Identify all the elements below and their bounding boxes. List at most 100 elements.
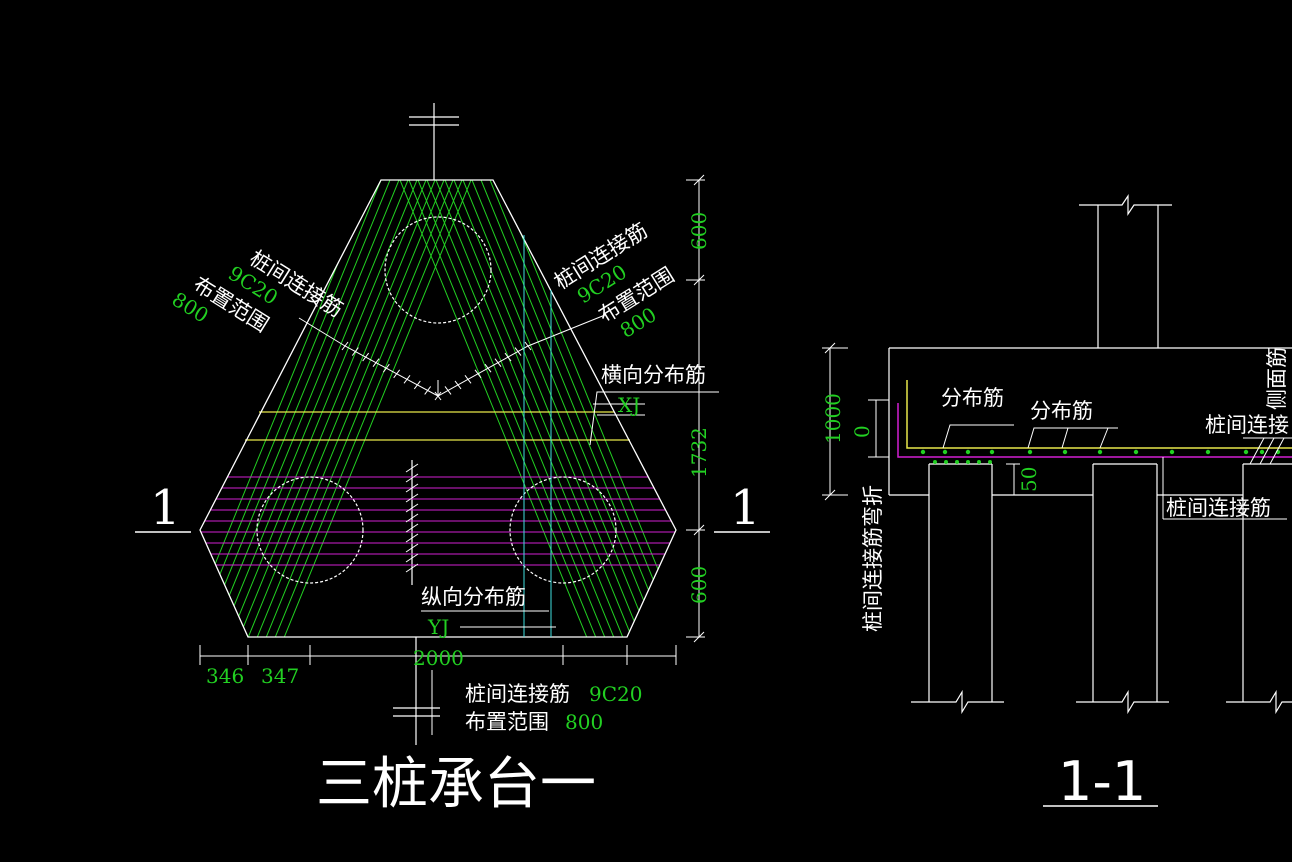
rebar-band-right	[408, 180, 602, 637]
section-rebar	[897, 380, 1292, 458]
section-mark-left: 1	[150, 480, 181, 536]
section-leaders	[942, 424, 1292, 520]
cyan-lines	[523, 235, 552, 637]
section-view: 分布筋 分布筋 桩间连接 桩间连接筋 侧面筋 桩间连接筋弯折 1000 0 50…	[821, 194, 1292, 813]
long-tick	[405, 563, 419, 573]
rebar-band-right	[417, 180, 611, 637]
long-tick	[405, 523, 419, 533]
range-tick	[413, 380, 421, 390]
pile-right	[509, 476, 617, 584]
dim-vertical-texts: 600 1732 600	[687, 212, 711, 604]
range-tick	[424, 386, 432, 395]
rebar-dot	[966, 460, 970, 464]
section-mark-right: 1	[730, 480, 761, 536]
piles	[256, 216, 617, 584]
rebar-band-right	[444, 180, 638, 637]
range-tick	[403, 375, 411, 384]
rebar-dot	[920, 449, 926, 455]
dim-height: 1000	[821, 393, 845, 444]
range-tick	[474, 369, 482, 379]
transverse-code: XJ	[618, 393, 640, 417]
rebar-dots	[920, 449, 1281, 464]
rebar-band-left	[206, 180, 400, 637]
rebar-dot	[965, 449, 971, 455]
rebar-band-right	[399, 180, 593, 637]
range-tick	[464, 375, 472, 384]
connecting-rebar-magenta	[200, 476, 676, 566]
rebar-band-left	[260, 180, 454, 637]
range-tick	[372, 358, 380, 367]
label-left-group: 桩间连接筋 9C20 布置范围 800	[168, 246, 347, 337]
dim-cover: 50	[1017, 467, 1041, 492]
rebar-dot	[944, 460, 948, 464]
rebar-band-right	[489, 180, 676, 637]
label-bottom-name: 桩间连接筋	[465, 682, 570, 706]
label-bottom-range: 布置范围	[465, 710, 549, 734]
range-tick	[484, 363, 492, 373]
rebar-dot	[1169, 449, 1175, 455]
range-tick	[351, 347, 359, 356]
rebar-band-left	[233, 180, 427, 637]
range-tick	[382, 363, 390, 373]
rebar-dot	[1062, 449, 1068, 455]
dim-vertical	[686, 174, 705, 643]
rebar-band-left	[269, 180, 463, 637]
axis-mark-top	[409, 103, 459, 180]
long-tick	[405, 533, 419, 543]
transverse-label: 横向分布筋	[601, 363, 706, 387]
rebar-dot	[1205, 449, 1211, 455]
long-tick	[405, 493, 419, 503]
rebar-dot	[1243, 449, 1249, 455]
xj-leader	[589, 391, 719, 446]
rebar-dot	[977, 460, 981, 464]
range-tick	[341, 341, 349, 351]
label-side: 侧面筋	[1265, 347, 1289, 410]
long-tick	[405, 473, 419, 483]
rebar-band-left	[251, 180, 445, 637]
rebar-band-right	[480, 180, 674, 637]
pile-cap-outline	[199, 179, 677, 638]
longitudinal-code: YJ	[427, 615, 449, 639]
dim-h-2000: 2000	[413, 646, 464, 670]
rebar-band-right	[453, 180, 647, 637]
label-bend: 桩间连接筋弯折	[861, 485, 885, 632]
range-tick	[524, 341, 532, 351]
rebar-band-left	[200, 180, 391, 637]
range-tick	[434, 391, 442, 401]
label-right-group: 桩间连接筋 9C20 布置范围 800	[550, 218, 678, 343]
section-title: 1-1	[1058, 750, 1146, 813]
transverse-rebar-yellow	[245, 411, 630, 441]
long-tick	[405, 483, 419, 493]
pile-left	[256, 476, 364, 584]
plan-title: 三桩承台一	[316, 752, 596, 817]
section-dims	[822, 342, 1020, 501]
range-ticks	[341, 341, 532, 401]
range-tick	[454, 380, 462, 390]
longitudinal-label: 纵向分布筋	[421, 585, 526, 609]
dim-zero: 0	[850, 425, 874, 438]
rebar-dot	[942, 449, 948, 455]
dim-v-top: 600	[687, 212, 711, 250]
column	[1079, 194, 1172, 348]
label-bottom-spec: 9C20	[589, 682, 642, 706]
long-tick	[405, 543, 419, 553]
label-dist1: 分布筋	[941, 386, 1004, 410]
dim-v-mid: 1732	[687, 427, 711, 478]
rebar-band-left	[215, 180, 409, 637]
rebar-dot	[933, 460, 937, 464]
rebar-band-right	[426, 180, 620, 637]
rebar-band-left	[200, 180, 373, 637]
label-bottom-range-value: 800	[565, 710, 603, 734]
long-tick	[405, 503, 419, 513]
yj-leader	[421, 610, 556, 628]
range-tick	[514, 347, 522, 356]
rebar-dot	[1097, 449, 1103, 455]
rebar-dot	[988, 460, 992, 464]
connecting-rebar-green	[200, 180, 676, 637]
long-tick	[405, 463, 419, 473]
pile-top	[384, 216, 492, 324]
rebar-dot	[1133, 449, 1139, 455]
label-dist2: 分布筋	[1030, 399, 1093, 423]
longitudinal-ticks	[405, 463, 419, 573]
